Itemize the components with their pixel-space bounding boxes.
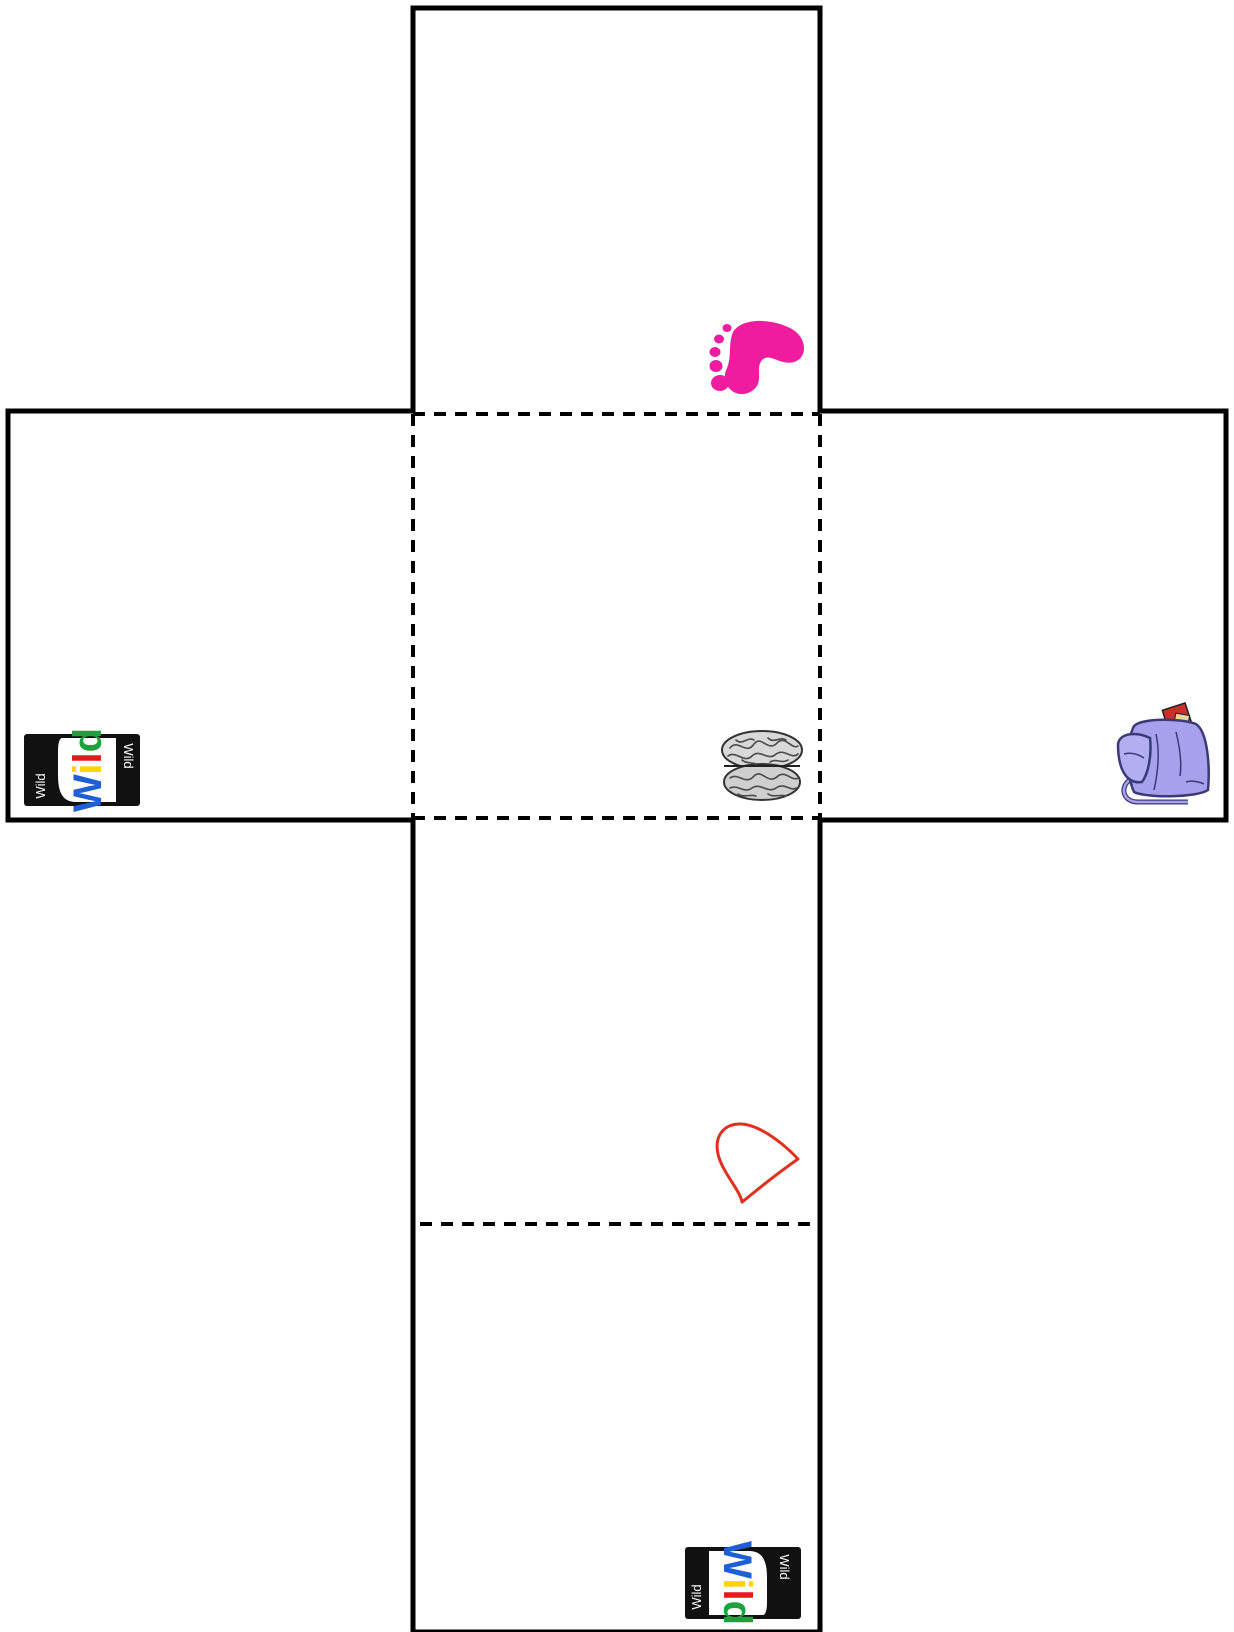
footprint-sole	[725, 321, 804, 394]
wild-card-icon: Wild Wild Wild	[685, 1541, 801, 1625]
brain-icon	[722, 731, 802, 800]
backpack-pocket	[1118, 734, 1151, 782]
fold-lines	[413, 414, 820, 1224]
wild-card-icon: Wild Wild Wild	[24, 728, 140, 812]
backpack-icon	[1118, 703, 1209, 802]
wild-card-corner-label: Wild	[33, 773, 48, 798]
wild-card-word: Wild	[715, 1541, 759, 1625]
footprint-toe-5	[723, 324, 732, 332]
cut-outline	[8, 8, 1226, 1632]
footprint-toe-3	[710, 347, 721, 357]
footprint-icon	[710, 321, 805, 394]
footprint-toe-2	[710, 360, 723, 372]
wild-card-word: Wild	[66, 728, 110, 812]
wild-card-corner-label: Wild	[777, 1554, 792, 1579]
wild-card-corner-label: Wild	[121, 743, 136, 768]
brain-lower-hemisphere	[724, 764, 800, 800]
footprint-toe-1	[711, 375, 729, 391]
footprint-toe-4	[714, 335, 724, 344]
wild-card-corner-label: Wild	[689, 1584, 704, 1609]
heart-icon	[717, 1124, 798, 1202]
